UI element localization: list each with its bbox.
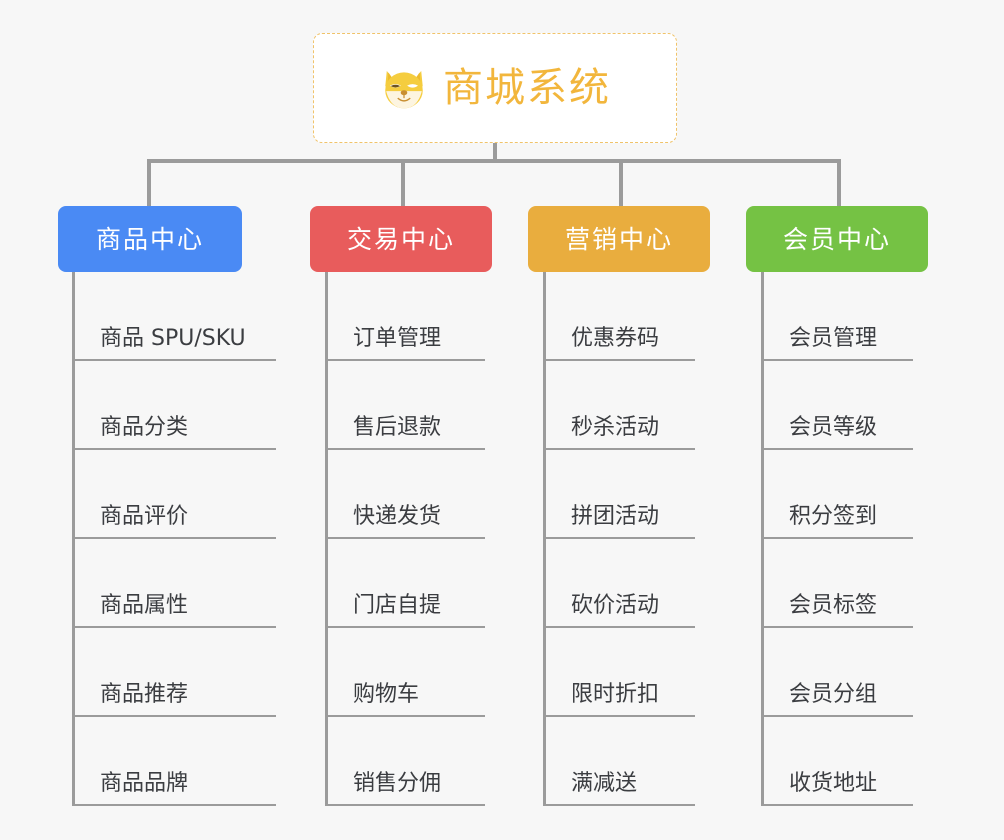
leaf-item-label: 会员分组 — [789, 682, 878, 707]
leaf-trunk-line — [72, 272, 75, 806]
leaf-item[interactable]: 限时折扣 — [543, 628, 695, 717]
leaf-item[interactable]: 订单管理 — [325, 272, 485, 361]
leaf-item[interactable]: 商品评价 — [72, 450, 276, 539]
leaf-item[interactable]: 砍价活动 — [543, 539, 695, 628]
leaf-trunk-line — [543, 272, 546, 806]
leaf-item-label: 优惠券码 — [571, 326, 660, 351]
leaf-item-label: 销售分佣 — [353, 771, 442, 796]
leaf-item-label: 秒杀活动 — [571, 415, 660, 440]
leaf-item-label: 满减送 — [571, 771, 638, 796]
category-label: 商品中心 — [95, 224, 204, 254]
leaf-item-label: 拼团活动 — [571, 504, 660, 529]
category-label: 会员中心 — [782, 224, 891, 254]
leaf-item-label: 会员管理 — [789, 326, 878, 351]
leaf-item[interactable]: 商品分类 — [72, 361, 276, 450]
leaf-item-label: 订单管理 — [353, 326, 442, 351]
leaf-trunk-line — [761, 272, 764, 806]
leaf-item-label: 商品推荐 — [100, 682, 189, 707]
leaf-item-label: 商品品牌 — [100, 771, 189, 796]
leaf-item-label: 会员等级 — [789, 415, 878, 440]
leaf-item[interactable]: 商品品牌 — [72, 717, 276, 806]
leaf-column-1: 商品 SPU/SKU 商品分类商品评价商品属性商品推荐商品品牌 — [72, 272, 276, 806]
leaf-item-label: 会员标签 — [789, 593, 878, 618]
leaf-column-4: 会员管理会员等级积分签到会员标签会员分组收货地址 — [761, 272, 913, 806]
leaf-item[interactable]: 会员等级 — [761, 361, 913, 450]
leaf-item-label: 限时折扣 — [571, 682, 660, 707]
leaf-item[interactable]: 门店自提 — [325, 539, 485, 628]
connector-drop-3 — [619, 159, 623, 209]
leaf-item[interactable]: 会员标签 — [761, 539, 913, 628]
leaf-item[interactable]: 售后退款 — [325, 361, 485, 450]
leaf-column-2: 订单管理售后退款快递发货门店自提购物车销售分佣 — [325, 272, 485, 806]
root-node[interactable]: 商城系统 — [313, 33, 677, 143]
leaf-item[interactable]: 快递发货 — [325, 450, 485, 539]
root-title: 商城系统 — [443, 65, 611, 111]
leaf-trunk-line — [325, 272, 328, 806]
leaf-item-label: 快递发货 — [353, 504, 442, 529]
leaf-item-label: 商品分类 — [100, 415, 189, 440]
category-box-4[interactable]: 会员中心 — [746, 206, 928, 272]
leaf-item-label: 门店自提 — [353, 593, 442, 618]
category-label: 交易中心 — [346, 224, 455, 254]
leaf-item-label: 收货地址 — [789, 771, 878, 796]
leaf-item[interactable]: 购物车 — [325, 628, 485, 717]
leaf-item[interactable]: 商品 SPU/SKU — [72, 272, 276, 361]
leaf-item-label: 砍价活动 — [571, 593, 660, 618]
category-box-3[interactable]: 营销中心 — [528, 206, 710, 272]
connector-horizontal-bus — [147, 159, 839, 163]
leaf-item[interactable]: 会员管理 — [761, 272, 913, 361]
connector-drop-2 — [401, 159, 405, 209]
connector-root-stem — [493, 143, 497, 162]
leaf-item[interactable]: 销售分佣 — [325, 717, 485, 806]
leaf-item-label: 商品 SPU/SKU — [100, 326, 246, 351]
leaf-item-label: 积分签到 — [789, 504, 878, 529]
category-box-1[interactable]: 商品中心 — [58, 206, 242, 272]
leaf-item-label: 购物车 — [353, 682, 420, 707]
leaf-item[interactable]: 优惠券码 — [543, 272, 695, 361]
leaf-item-label: 售后退款 — [353, 415, 442, 440]
leaf-item[interactable]: 商品推荐 — [72, 628, 276, 717]
leaf-item[interactable]: 会员分组 — [761, 628, 913, 717]
leaf-item[interactable]: 秒杀活动 — [543, 361, 695, 450]
connector-drop-1 — [147, 159, 151, 209]
leaf-item[interactable]: 拼团活动 — [543, 450, 695, 539]
leaf-item-label: 商品属性 — [100, 593, 189, 618]
category-box-2[interactable]: 交易中心 — [310, 206, 492, 272]
leaf-item[interactable]: 满减送 — [543, 717, 695, 806]
connector-drop-4 — [837, 159, 841, 209]
leaf-column-3: 优惠券码秒杀活动拼团活动砍价活动限时折扣满减送 — [543, 272, 695, 806]
shiba-dog-face-icon — [385, 70, 423, 110]
leaf-item[interactable]: 收货地址 — [761, 717, 913, 806]
leaf-item[interactable]: 商品属性 — [72, 539, 276, 628]
leaf-item-label: 商品评价 — [100, 504, 189, 529]
leaf-item[interactable]: 积分签到 — [761, 450, 913, 539]
category-label: 营销中心 — [564, 224, 673, 254]
